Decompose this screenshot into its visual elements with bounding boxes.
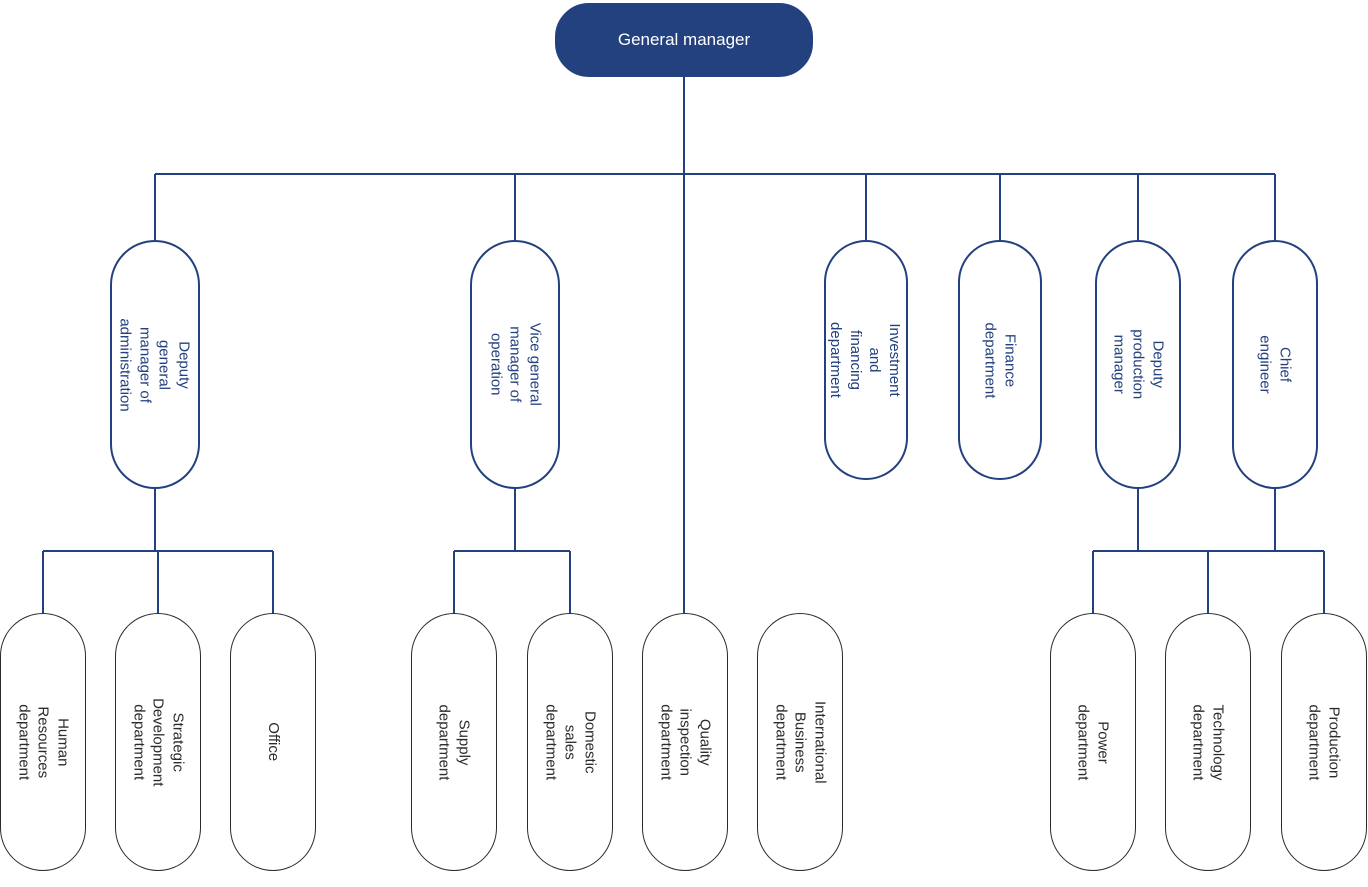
- node-deputy-general-manager-of-administration[interactable]: Deputy general manager of administration: [110, 240, 200, 489]
- label-wrap: Human Resources department: [1, 614, 85, 870]
- label-wrap: Deputy production manager: [1097, 242, 1179, 487]
- node-label-finance-department: Finance department: [982, 322, 1019, 398]
- node-label-deputy-production-manager: Deputy production manager: [1110, 329, 1167, 400]
- node-label-technology-department: Technology department: [1190, 704, 1227, 780]
- node-office[interactable]: Office: [230, 613, 316, 871]
- node-label-power-department: Power department: [1075, 704, 1112, 780]
- node-label-vice-general-manager-of-operation: Vice general manager of operation: [487, 322, 544, 407]
- label-wrap: Production department: [1282, 614, 1366, 870]
- label-wrap: Vice general manager of operation: [472, 242, 558, 487]
- label-wrap: Chief engineer: [1234, 242, 1316, 487]
- node-human-resources-department[interactable]: Human Resources department: [0, 613, 86, 871]
- label-wrap: Power department: [1051, 614, 1135, 870]
- label-wrap: Strategic Development department: [116, 614, 200, 870]
- node-domestic-sales-department[interactable]: Domestic sales department: [527, 613, 613, 871]
- node-supply-department[interactable]: Supply department: [411, 613, 497, 871]
- label-wrap: Finance department: [960, 242, 1040, 478]
- label-wrap: Quality inspection department: [643, 614, 727, 870]
- node-general-manager[interactable]: General manager: [555, 3, 813, 77]
- node-label-deputy-general-manager-of-administration: Deputy general manager of administration: [117, 317, 194, 412]
- node-deputy-production-manager[interactable]: Deputy production manager: [1095, 240, 1181, 489]
- node-quality-inspection-department[interactable]: Quality inspection department: [642, 613, 728, 871]
- node-label-domestic-sales-department: Domestic sales department: [542, 704, 599, 780]
- node-label-production-department: Production department: [1306, 704, 1343, 780]
- node-label-supply-department: Supply department: [436, 704, 473, 780]
- node-technology-department[interactable]: Technology department: [1165, 613, 1251, 871]
- node-finance-department[interactable]: Finance department: [958, 240, 1042, 480]
- node-label-office: Office: [264, 722, 282, 762]
- label-wrap: International Business department: [758, 614, 842, 870]
- label-wrap: Supply department: [412, 614, 496, 870]
- node-label-chief-engineer: Chief engineer: [1257, 335, 1294, 394]
- node-international-business-department[interactable]: International Business department: [757, 613, 843, 871]
- node-vice-general-manager-of-operation[interactable]: Vice general manager of operation: [470, 240, 560, 489]
- label-wrap: Office: [231, 614, 315, 870]
- node-investment-and-financing-department[interactable]: Investment and financing department: [824, 240, 908, 480]
- label-wrap: Domestic sales department: [528, 614, 612, 870]
- node-chief-engineer[interactable]: Chief engineer: [1232, 240, 1318, 489]
- node-label-quality-inspection-department: Quality inspection department: [657, 704, 714, 780]
- node-label-investment-and-financing-department: Investment and financing department: [827, 322, 904, 398]
- label-wrap: Investment and financing department: [826, 242, 906, 478]
- node-label-human-resources-department: Human Resources department: [15, 704, 72, 780]
- node-strategic-development-department[interactable]: Strategic Development department: [115, 613, 201, 871]
- node-label-international-business-department: International Business department: [772, 700, 829, 784]
- label-wrap: Deputy general manager of administration: [112, 242, 198, 487]
- node-label-general-manager: General manager: [617, 30, 751, 50]
- node-label-strategic-development-department: Strategic Development department: [130, 697, 187, 787]
- node-power-department[interactable]: Power department: [1050, 613, 1136, 871]
- label-wrap: Technology department: [1166, 614, 1250, 870]
- node-production-department[interactable]: Production department: [1281, 613, 1367, 871]
